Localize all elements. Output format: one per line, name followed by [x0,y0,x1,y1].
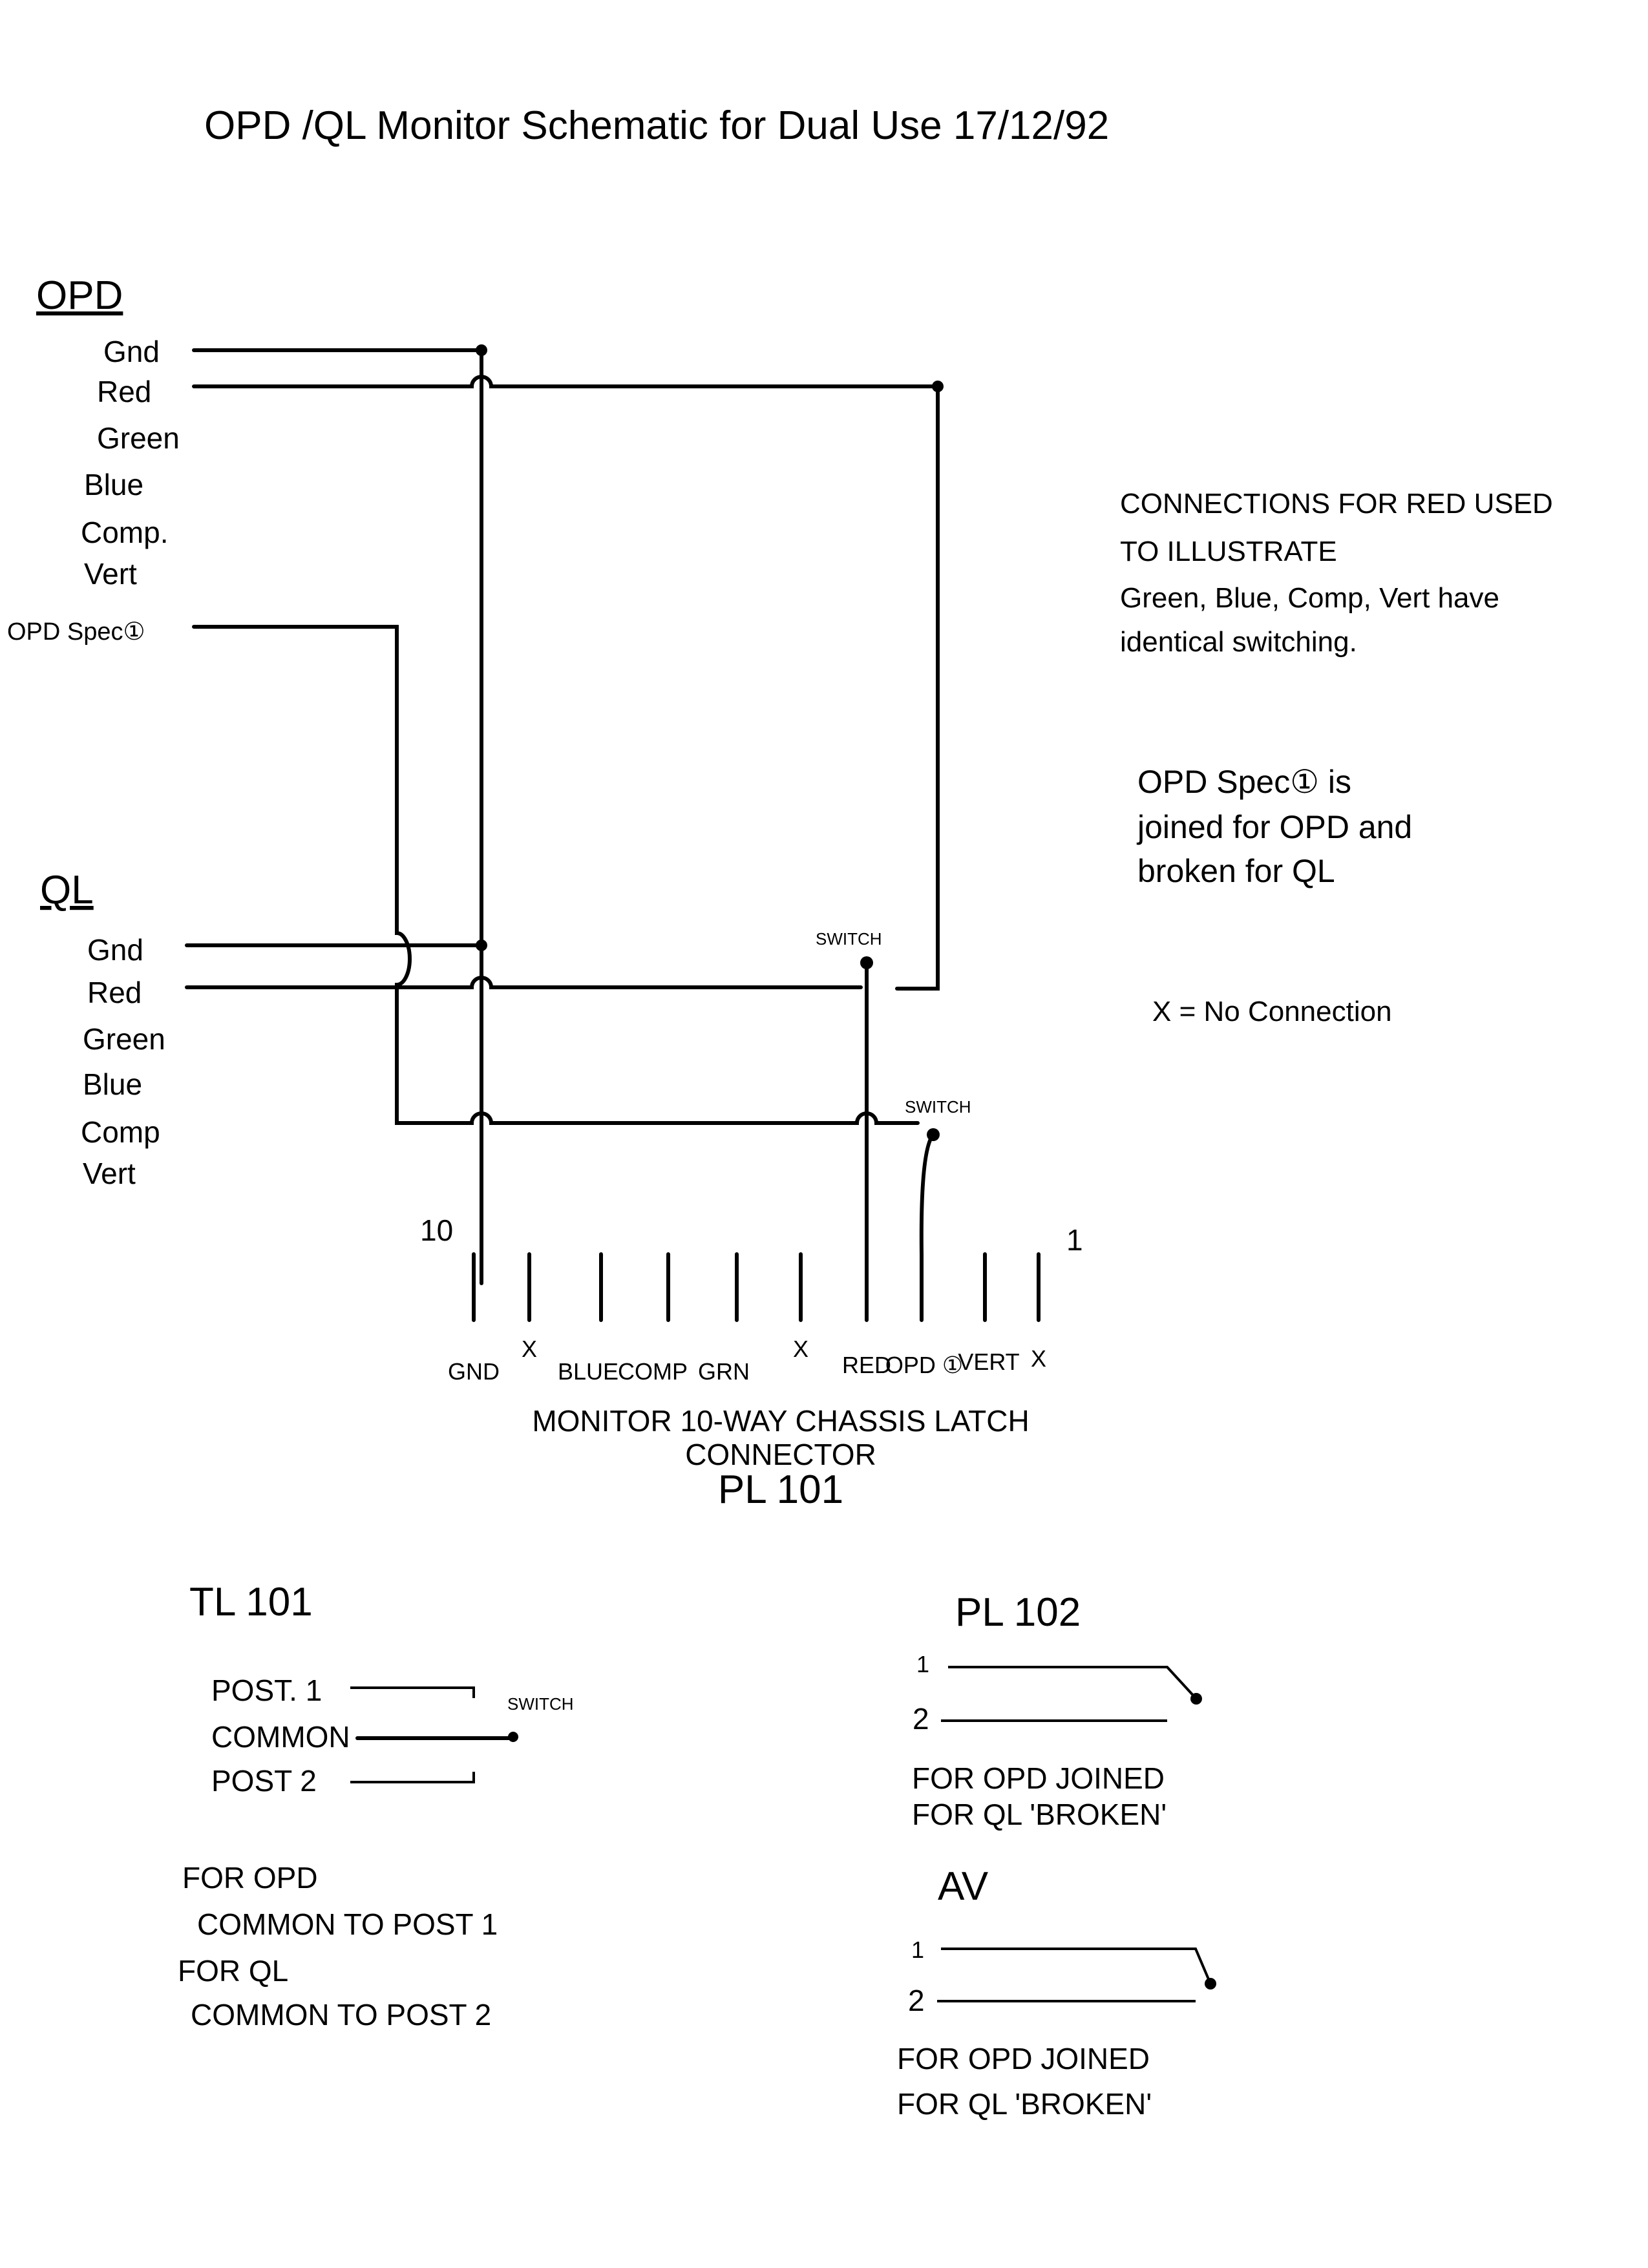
spec-switch-label: SWITCH [905,1097,971,1117]
tl101-common: COMMON [211,1720,350,1754]
tl101-post1: POST. 1 [211,1674,322,1707]
pin-label: BLUE [558,1358,618,1385]
ql-red-label: Red [87,976,142,1009]
opd-vert-label: Vert [84,557,137,591]
tl101-title: TL 101 [189,1580,313,1624]
tl101-post2: POST 2 [211,1764,317,1798]
note-line: TO ILLUSTRATE [1120,536,1337,567]
pin-1-number: 1 [1066,1223,1083,1257]
red-switch-label: SWITCH [816,929,882,949]
av-title: AV [938,1864,989,1909]
pl102-note: FOR QL 'BROKEN' [912,1798,1167,1831]
wires [185,344,944,1285]
pin-label: GND [448,1358,500,1385]
pin-label: OPD ① [885,1352,963,1378]
pin-label: X [522,1336,537,1362]
pl102-pin2: 2 [913,1702,929,1736]
tl101-switch: SWITCH [507,1694,574,1714]
av-note: FOR OPD JOINED [897,2042,1150,2075]
tl101-note: FOR OPD [182,1861,318,1895]
opd-heading: OPD [36,273,123,318]
note-line: Green, Blue, Comp, Vert have [1120,582,1499,614]
ql-heading: QL [40,868,94,912]
switch-dot [927,1128,940,1141]
opd-spec-label: OPD Spec① [7,618,145,646]
connector-pins [472,1252,1041,1322]
opd-red-wire [192,375,940,991]
tl101-note: COMMON TO POST 1 [197,1907,498,1941]
page-title: OPD /QL Monitor Schematic for Dual Use 1… [204,103,1109,148]
pl102-note: FOR OPD JOINED [912,1761,1165,1795]
pin-label: VERT [958,1349,1019,1375]
junction-dot [932,381,944,392]
tl101-note: COMMON TO POST 2 [191,1998,491,2032]
pin-label: GRN [698,1358,750,1385]
tl101-note: FOR QL [178,1954,288,1988]
pin-label: RED [842,1352,891,1378]
note-line: broken for QL [1137,853,1335,889]
note-line: joined for OPD and [1136,809,1412,845]
pin-label: COMP [618,1358,688,1385]
av-pin1: 1 [911,1937,924,1963]
pin-10-number: 10 [420,1213,453,1247]
link-dot [1190,1693,1202,1705]
spec-switch-wire [919,1133,935,1256]
note-line: CONNECTIONS FOR RED USED [1120,488,1553,520]
connector-name: PL 101 [718,1467,843,1512]
note-line: OPD Spec① is [1137,764,1351,800]
link-dot [1205,1978,1216,1990]
pin-label: X [793,1336,808,1362]
connector-pl101: 10 1 GND X BLUE COMP GRN X RED OPD ① VER… [420,1213,1083,1512]
switch-dot [508,1732,518,1742]
opd-gnd-label: Gnd [103,335,160,368]
note-line: identical switching. [1120,626,1357,658]
junction-dot [476,940,487,951]
opd-green-label: Green [97,421,180,455]
pl102-pin1: 1 [916,1651,929,1677]
pin-label: X [1031,1345,1046,1372]
opd-red-label: Red [97,375,151,408]
legend-no-connection: X = No Connection [1152,996,1392,1027]
pl102-title: PL 102 [955,1590,1081,1635]
ql-green-label: Green [83,1022,165,1056]
opd-spec-wire [192,625,920,1125]
switch-dot [860,956,873,969]
ql-vert-label: Vert [83,1157,136,1190]
ql-comp-label: Comp [81,1115,160,1149]
opd-blue-label: Blue [84,468,143,501]
opd-comp-label: Comp. [81,516,168,549]
connector-caption: MONITOR 10-WAY CHASSIS LATCH [532,1404,1029,1438]
connector-caption: CONNECTOR [685,1438,876,1471]
ql-blue-label: Blue [83,1067,142,1101]
av-pin2: 2 [908,1984,925,2017]
ql-gnd-label: Gnd [87,933,143,967]
ql-red-wire [185,976,863,989]
av-note: FOR QL 'BROKEN' [897,2087,1152,2121]
